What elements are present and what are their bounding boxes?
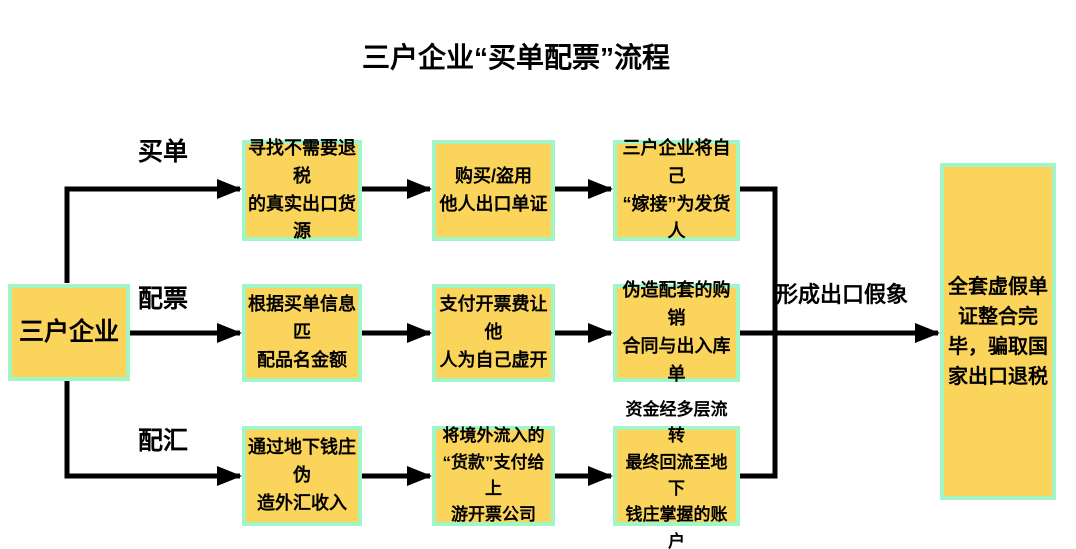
- elbow-forex-merge: [740, 333, 778, 479]
- node-ticket-step3: 伪造配套的购销 合同与出入库单: [613, 280, 740, 384]
- node-buy-step3: 三户企业将自己 “嫁接”为发货人: [613, 138, 740, 241]
- arrow-branch-forex: [64, 381, 243, 486]
- node-source: 三户企业: [8, 284, 130, 381]
- arrow-branch-buy: [64, 179, 243, 283]
- node-result: 全套虚假单 证整合完 毕，骗取国 家出口退税: [940, 163, 1056, 500]
- node-ticket-step2: 支付开票费让他 人为自己虚开: [432, 284, 555, 382]
- node-forex-step2: 将境外流入的 “货款”支付给上 游开票公司: [432, 426, 555, 526]
- branch-label-ticket: 配票: [137, 285, 188, 313]
- node-buy-step1: 寻找不需要退税 的真实出口货源: [242, 138, 362, 241]
- merge-label: 形成出口假象: [776, 282, 909, 307]
- branch-label-forex: 配汇: [137, 427, 188, 455]
- node-buy-step2: 购买/盗用 他人出口单证: [432, 140, 555, 241]
- node-ticket-step1: 根据买单信息匹 配品名金额: [242, 284, 362, 382]
- node-forex-step1: 通过地下钱庄伪 造外汇收入: [242, 426, 362, 526]
- node-forex-step3: 资金经多层流转 最终回流至地下 钱庄掌握的账户: [613, 400, 740, 549]
- chart-title: 三户企业“买单配票”流程: [361, 42, 670, 73]
- elbow-buy-merge: [740, 186, 778, 333]
- branch-label-buy: 买单: [137, 138, 188, 166]
